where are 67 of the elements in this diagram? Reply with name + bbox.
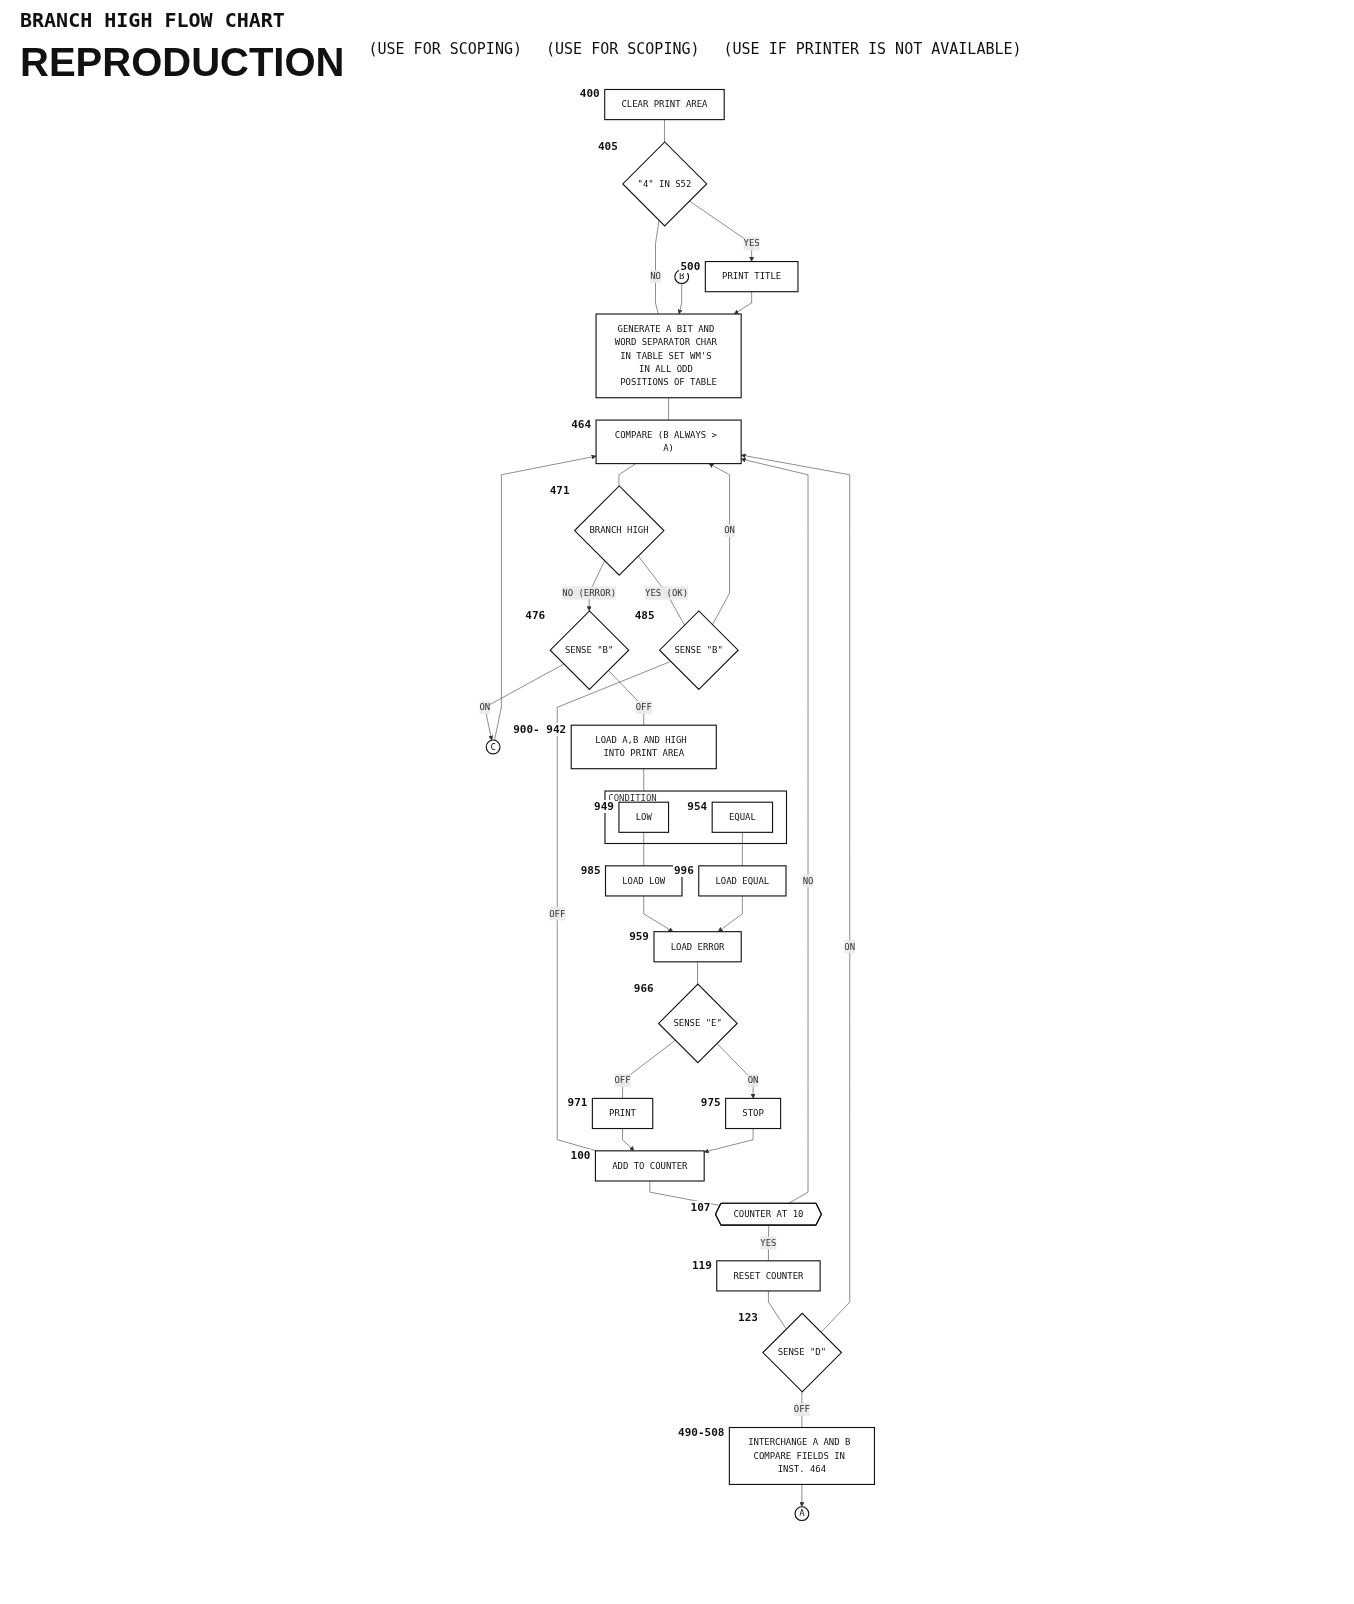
node-circle: A [794,1506,810,1522]
edge-label: OFF [614,1074,631,1086]
step-number: 485 [633,608,656,622]
node-box: LOAD ERROR [653,931,742,963]
edge-label: OFF [635,701,652,713]
edge-label: NO (ERROR) [562,587,617,599]
node-box: INTERCHANGE A AND B COMPARE FIELDS IN INST. 464 [728,1426,876,1485]
connector [742,832,743,867]
edge-label: NO [650,271,661,282]
step-number: 500 [679,259,702,273]
connector [649,1180,721,1206]
step-number: 490-508 [677,1425,726,1439]
step-number: 476 [524,608,547,622]
node-box: LOAD A,B AND HIGH INTO PRINT AREA [570,724,717,770]
step-number: 119 [690,1258,713,1272]
connector [664,119,665,143]
node-box: COMPARE (B ALWAYS > A) [595,419,742,465]
step-number: 985 [579,863,602,877]
connector [655,220,660,315]
stamp-text: REPRODUCTION [20,40,345,85]
connector [618,463,637,487]
edge-label: ON [844,941,856,952]
node-box: PRINT TITLE [704,261,799,293]
edge-label: NO [802,875,814,886]
note-text: (USE FOR SCOPING) [368,40,522,60]
edge-label: YES [743,238,760,249]
node-box: CLEAR PRINT AREA [604,88,725,121]
node-diamond: "4" IN S52 [622,141,708,227]
connector [768,1290,787,1330]
edge-label: OFF [793,1404,810,1415]
node-diamond: SENSE "B" [549,610,630,691]
edge-label: ON [479,701,491,713]
chart-title: BRANCH HIGH FLOW CHART [20,8,285,32]
node-diamond: BRANCH HIGH [573,485,665,576]
connector [668,397,669,421]
step-number: 471 [548,483,571,497]
node-box: EQUAL [711,801,774,833]
node-box: LOAD EQUAL [698,865,787,897]
connector [697,961,698,985]
connector [622,1040,676,1099]
connector [768,1225,770,1262]
edge-label: ON [747,1074,759,1086]
edge-label: OFF [549,908,566,919]
node-box: RESET COUNTER [716,1260,821,1292]
step-number: 949 [593,800,615,814]
step-number: 959 [628,929,650,943]
connector [643,768,645,792]
node-diamond: SENSE "B" [658,610,739,691]
step-number: 405 [596,139,619,153]
node-diamond: SENSE "D" [762,1312,843,1393]
node-circle: C [485,739,501,755]
node-diamond: SENSE "E" [657,983,738,1064]
step-number: 100 [569,1148,592,1162]
note-text: (USE FOR SCOPING) [546,40,700,60]
node-box: GENERATE A BIT AND WORD SEPARATOR CHAR IN TABLE SET WM'S IN ALL ODD POSITIONS OF TABLE [595,313,742,399]
connector [643,832,645,867]
connector [608,670,645,726]
edge-label: YES [760,1237,777,1248]
edge-label: YES (OK) [645,587,689,599]
edge-label: ON [724,524,736,536]
node-box: LOW [618,801,670,833]
node-box: PRINT [591,1097,654,1130]
step-number: 900- 942 [512,723,568,737]
step-number: 996 [672,863,695,877]
note-text: (USE IF PRINTER IS NOT AVAILABLE) [723,40,1022,60]
node-box: STOP [725,1097,782,1130]
node-box: ADD TO COUNTER [594,1150,705,1182]
